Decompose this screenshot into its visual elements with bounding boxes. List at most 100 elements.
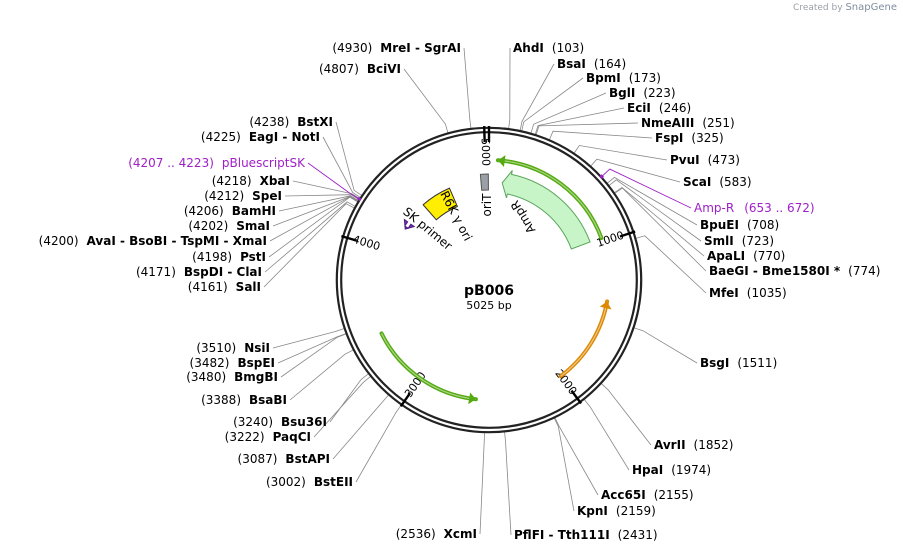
- site-label-smli[interactable]: SmlI(723): [704, 234, 774, 248]
- site-position: (774): [848, 264, 880, 278]
- site-label-paqci[interactable]: (3222)PaqCI: [225, 430, 311, 444]
- site-label-bsu36i[interactable]: (3240)Bsu36I: [233, 415, 327, 429]
- orf-arc-2: [558, 299, 610, 379]
- site-label-bgli[interactable]: BglI(223): [609, 86, 676, 100]
- site-position: (4171): [136, 265, 176, 279]
- orf-arcs: [379, 155, 612, 405]
- site-label-bsabi[interactable]: (3388)BsaBI: [201, 393, 287, 407]
- leader-smai: [272, 196, 359, 227]
- site-label-bsteii[interactable]: (3002)BstEII: [266, 475, 353, 489]
- site-position: (770): [753, 249, 785, 263]
- site-label-pflfi-tth111i[interactable]: PflFI - Tth111I(2431): [514, 528, 658, 542]
- site-label-avrii[interactable]: AvrII(1852): [654, 438, 733, 452]
- tick-mark-1000: [619, 230, 636, 238]
- site-label-bspdi-clai[interactable]: (4171)BspDI - ClaI: [136, 265, 262, 279]
- site-name: XcmI: [444, 527, 477, 541]
- feature-orit[interactable]: [479, 173, 489, 191]
- site-label-bcivi[interactable]: (4807)BciVI: [319, 62, 401, 76]
- site-name: NmeAIII: [641, 116, 694, 130]
- site-labels: AhdI(103) BsaI(164)BpmI(173)BglI(223)EciI…: [39, 41, 881, 542]
- primer-leader-pbluescriptsk: [307, 162, 360, 200]
- feature-ampr[interactable]: [501, 170, 591, 250]
- primer-label-amp-r[interactable]: Amp-R(653 .. 672): [694, 201, 815, 215]
- leader-bsabi: [289, 349, 354, 401]
- primer-range: (4207 .. 4223): [128, 156, 214, 170]
- site-label-baegi-bme1580i[interactable]: BaeGI - Bme1580I *(774): [709, 264, 880, 278]
- primer-range: (653 .. 672): [744, 201, 814, 215]
- leader-bgli: [530, 92, 607, 134]
- site-label-bmgbi[interactable]: (3480)BmgBI: [186, 370, 278, 384]
- watermark-prefix: Created by: [793, 3, 843, 13]
- site-label-ahdi[interactable]: AhdI(103): [513, 41, 584, 55]
- site-position: (251): [702, 116, 734, 130]
- site-label-fspi[interactable]: FspI(325): [655, 131, 724, 145]
- snapgene-logo: SnapGene: [845, 2, 897, 13]
- tick-mark-4000: [341, 234, 358, 242]
- leader-smli: [608, 179, 702, 242]
- orf-arrowhead-3: [468, 392, 476, 405]
- site-name: Bsu36I: [281, 415, 327, 429]
- primer-mark-pbluescriptsk: [357, 196, 362, 202]
- site-label-hpai[interactable]: HpaI(1974): [632, 463, 711, 477]
- site-label-mfei[interactable]: MfeI(1035): [709, 286, 787, 300]
- site-label-bstxi[interactable]: (4238)BstXI: [249, 115, 333, 129]
- site-position: (4200): [39, 234, 79, 248]
- site-label-smai[interactable]: (4202)SmaI: [188, 219, 270, 233]
- leader-ecii: [534, 107, 625, 135]
- site-label-acc65i[interactable]: Acc65I(2155): [601, 488, 694, 502]
- site-label-xbai[interactable]: (4218)XbaI: [212, 174, 290, 188]
- leader-bsgi: [634, 327, 698, 364]
- site-label-sali[interactable]: (4161)SalI: [188, 280, 261, 294]
- feature-label-orit: oriT: [480, 193, 494, 217]
- site-label-eagi-noti[interactable]: (4225)EagI - NotI: [201, 130, 320, 144]
- site-label-kpni[interactable]: KpnI(2159): [577, 504, 656, 518]
- feature-sk-primer[interactable]: [403, 218, 416, 230]
- site-label-psti[interactable]: (4198)PstI: [192, 250, 266, 264]
- leader-apali: [614, 186, 705, 257]
- site-name: BsaI: [557, 57, 586, 71]
- site-position: (246): [659, 101, 691, 115]
- site-label-bsgi[interactable]: BsgI(1511): [700, 356, 777, 370]
- site-name: XbaI: [260, 174, 290, 188]
- site-label-xcmi[interactable]: (2536)XcmI: [396, 527, 477, 541]
- feature-r6k-ori[interactable]: [422, 187, 459, 221]
- primer-label-pbluescriptsk[interactable]: (4207 .. 4223)pBluescriptSK: [128, 156, 306, 170]
- label-leader-lines: [263, 47, 707, 536]
- site-position: (4930): [332, 41, 372, 55]
- leader-baegi-bme1580i: [614, 187, 707, 272]
- site-label-spei[interactable]: (4212)SpeI: [204, 189, 282, 203]
- leader-bsu36i: [329, 373, 369, 423]
- site-label-scai[interactable]: ScaI(583): [683, 175, 752, 189]
- leader-scai: [590, 158, 681, 183]
- site-position: (2155): [654, 488, 694, 502]
- site-label-nmeaiii[interactable]: NmeAIII (251): [641, 116, 735, 130]
- site-position: (473): [708, 153, 740, 167]
- site-name: BstXI: [297, 115, 333, 129]
- leader-bstapi: [332, 394, 389, 460]
- plasmid-name: pB006: [464, 283, 514, 299]
- site-label-bamhi[interactable]: (4206)BamHI: [184, 204, 276, 218]
- site-label-bspei[interactable]: (3482)BspEI: [190, 356, 275, 370]
- site-label-bpmi[interactable]: BpmI(173): [586, 71, 661, 85]
- site-label-nsii[interactable]: (3510)NsiI: [196, 341, 270, 355]
- site-label-mrei-sgrai[interactable]: (4930)MreI - SgrAI: [332, 41, 461, 55]
- site-label-apali[interactable]: ApaLI(770): [707, 249, 785, 263]
- site-label-ecii[interactable]: EciI(246): [627, 101, 691, 115]
- leader-sali: [263, 203, 355, 288]
- tick-mark-3000: [399, 392, 411, 407]
- tick-label-5000: 5000: [479, 138, 493, 166]
- site-label-bpuei[interactable]: BpuEI (708): [700, 218, 779, 232]
- site-label-pvui[interactable]: PvuI(473): [670, 153, 740, 167]
- site-name: BpmI: [586, 71, 621, 85]
- site-position: (3388): [201, 393, 241, 407]
- site-position: (325): [691, 131, 723, 145]
- leader-fspi: [549, 130, 653, 140]
- site-label-avai-bsobi-tspmi-xmai[interactable]: (4200)AvaI - BsoBI - TspMI - XmaI: [39, 234, 267, 248]
- leader-bpmi: [521, 77, 584, 131]
- leader-xbai: [292, 180, 360, 199]
- site-label-bsai[interactable]: BsaI(164): [557, 57, 626, 71]
- site-position: (708): [747, 218, 779, 232]
- site-label-bstapi[interactable]: (3087)BstAPI: [238, 452, 330, 466]
- site-name: BpuEI: [700, 218, 739, 232]
